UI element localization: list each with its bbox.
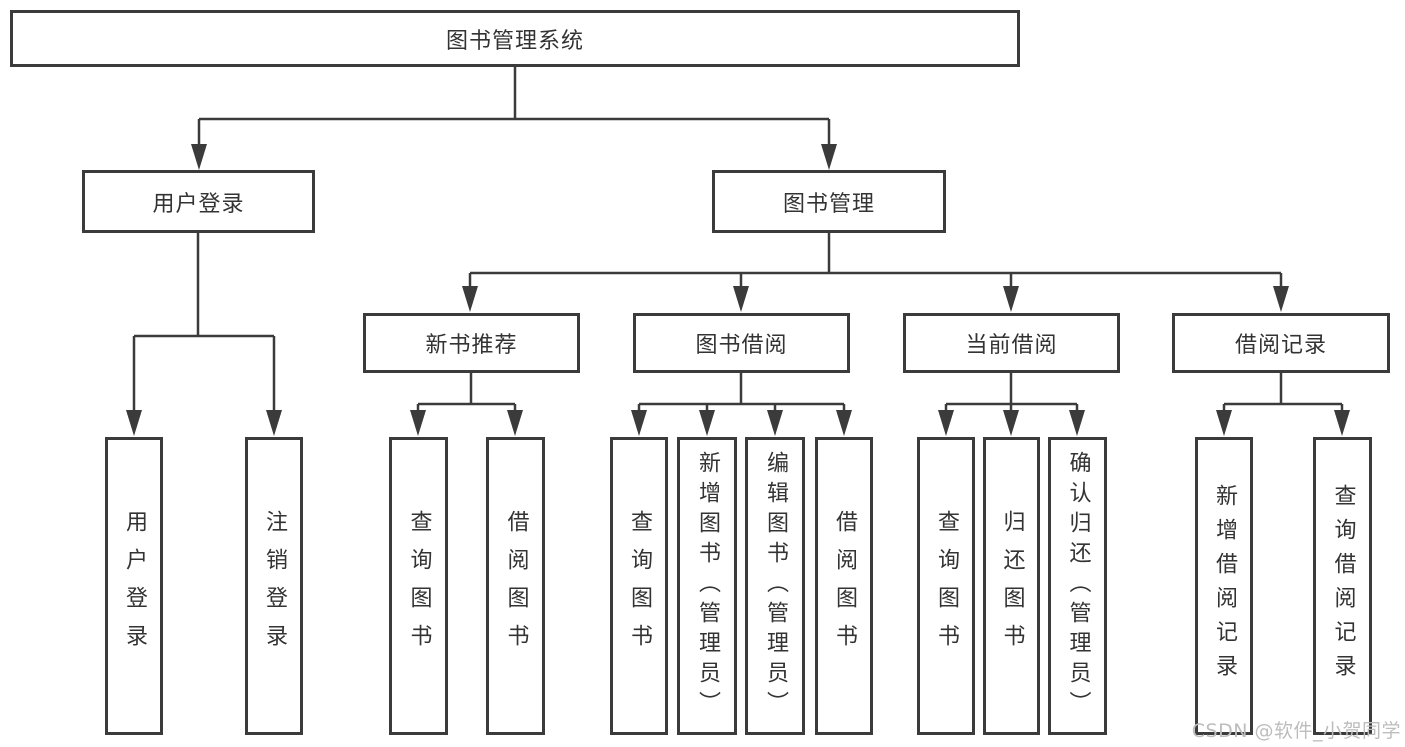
leaf-logout: 注销登录 [245,437,303,735]
leaf-add-borrow-record-label: 新增借阅记录 [1212,484,1237,688]
leaf-edit-books-admin: 编辑图书（管理员） [745,437,805,735]
node-book-borrow-label: 图书借阅 [695,333,788,358]
node-borrow-records: 借阅记录 [1172,313,1390,373]
node-book-management: 图书管理 [712,170,946,233]
arrow-down-icon [1216,410,1232,436]
leaf-borrow-borrow-books: 借阅图书 [815,437,873,735]
node-library-management-system-label: 图书管理系统 [445,28,584,54]
leaf-current-query-books: 查询图书 [917,437,975,735]
leaf-user-login: 用户登录 [105,437,163,735]
node-user-login: 用户登录 [82,170,315,233]
leaf-recommend-borrow-books: 借阅图书 [486,437,545,735]
arrow-down-icon [507,410,523,436]
node-borrow-records-label: 借阅记录 [1234,333,1327,358]
arrowheads [126,144,1350,436]
node-new-book-recommend-label: 新书推荐 [425,333,518,358]
arrow-down-icon [1334,410,1350,436]
node-current-borrow: 当前借阅 [903,313,1120,373]
leaf-query-borrow-record-label: 查询借阅记录 [1330,484,1356,688]
leaf-borrow-query-books-label: 查询图书 [627,510,652,662]
node-book-management-label: 图书管理 [782,191,875,217]
arrow-down-icon [699,410,715,436]
csdn-watermark: CSDN @软件_小贺同学 [1191,720,1401,742]
leaf-add-borrow-record: 新增借阅记录 [1195,437,1253,735]
arrow-down-icon [1003,410,1019,436]
leaf-recommend-query-books-label: 查询图书 [406,510,432,662]
leaf-query-borrow-record: 查询借阅记录 [1313,437,1372,735]
leaf-edit-books-admin-label: 编辑图书（管理员） [763,451,788,721]
leaf-recommend-query-books: 查询图书 [389,437,448,735]
leaf-return-books-label: 归还图书 [999,510,1025,662]
arrow-down-icon [631,410,647,436]
node-library-management-system: 图书管理系统 [10,10,1020,67]
leaf-confirm-return-admin: 确认归还（管理员） [1048,437,1107,735]
leaf-logout-label: 注销登录 [262,510,287,662]
node-new-book-recommend: 新书推荐 [363,313,580,373]
leaf-confirm-return-admin-label: 确认归还（管理员） [1065,451,1091,721]
arrow-down-icon [821,144,837,170]
leaf-borrow-borrow-books-label: 借阅图书 [832,510,857,662]
arrow-down-icon [938,410,954,436]
leaf-borrow-query-books: 查询图书 [610,437,668,735]
leaf-return-books: 归还图书 [983,437,1040,735]
arrow-down-icon [1069,410,1085,436]
arrow-down-icon [767,410,783,436]
arrow-down-icon [836,410,852,436]
arrow-down-icon [1273,286,1289,312]
node-current-borrow-label: 当前借阅 [965,333,1058,358]
arrow-down-icon [1003,286,1019,312]
arrow-down-icon [266,410,282,436]
leaf-user-login-label: 用户登录 [122,510,147,662]
connector-paths [132,66,1344,414]
leaf-add-books-admin: 新增图书（管理员） [677,437,737,735]
leaf-add-books-admin-label: 新增图书（管理员） [695,451,720,721]
leaf-current-query-books-label: 查询图书 [934,510,959,662]
leaf-recommend-borrow-books-label: 借阅图书 [503,510,529,662]
arrow-down-icon [410,410,426,436]
node-user-login-label: 用户登录 [152,191,245,217]
arrow-down-icon [126,410,142,436]
arrow-down-icon [462,286,478,312]
arrow-down-icon [191,144,207,170]
node-book-borrow: 图书借阅 [633,313,850,373]
arrow-down-icon [733,286,749,312]
